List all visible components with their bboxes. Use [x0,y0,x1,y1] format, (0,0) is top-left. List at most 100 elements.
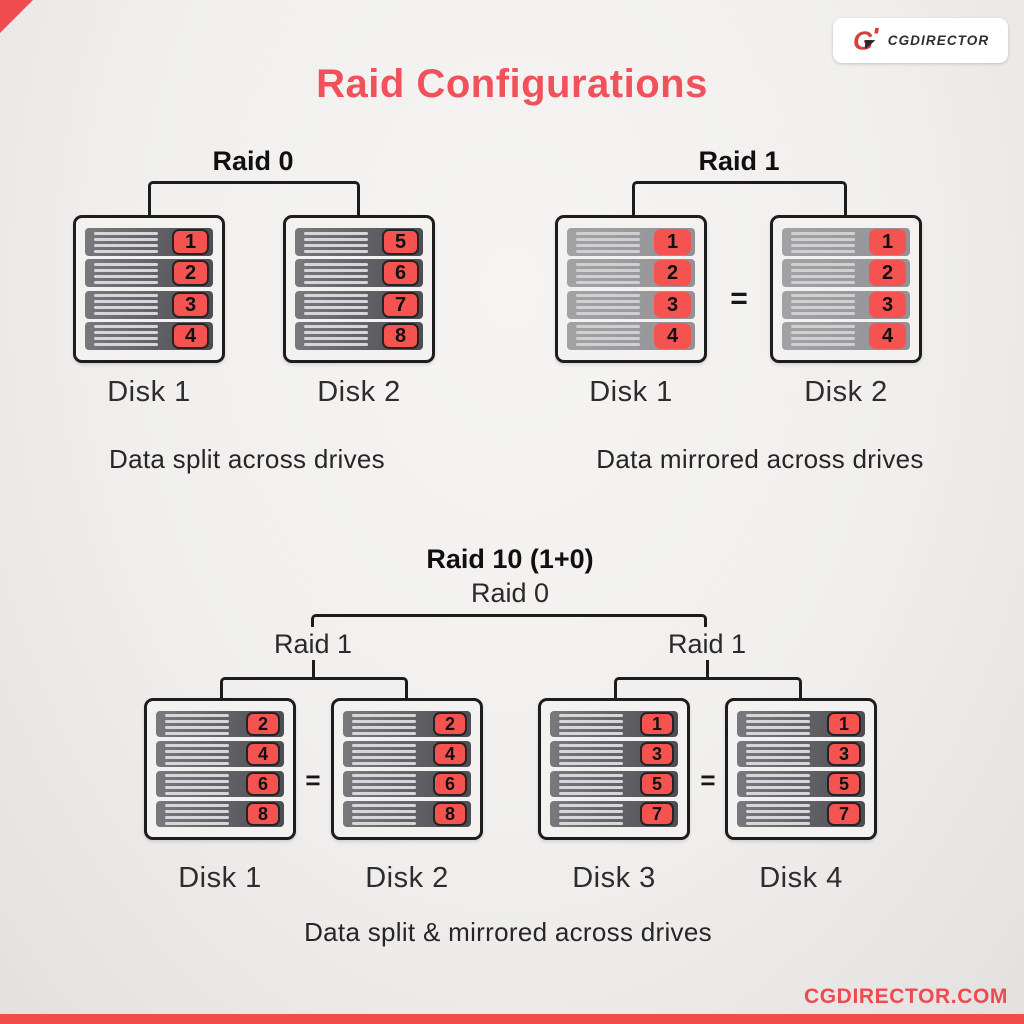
block-number-chip: 3 [640,742,674,766]
stripe-line [576,231,641,235]
data-stripes-icon [352,803,417,825]
stripe-line [304,325,369,329]
block-number-chip: 3 [172,291,209,318]
raid0-disk-2-label: Disk 2 [317,376,401,408]
data-stripes-icon [165,713,230,735]
stripe-line [304,274,369,278]
stripe-line [352,815,417,819]
disk-platter-row: 2 [567,259,695,288]
stripe-line [352,809,417,813]
raid10-top-connector-line [311,614,707,627]
stripe-line [746,779,811,783]
stripe-line [165,803,230,807]
block-number-chip: 5 [640,772,674,796]
block-number-chip: 6 [246,772,280,796]
stripe-line [304,312,369,316]
raid10-left-stub-line [312,660,315,679]
stripe-line [304,231,369,235]
stripe-line [165,809,230,813]
data-stripes-icon [791,231,856,253]
stripe-line [791,306,856,310]
stripe-line [352,791,417,795]
disk-platter-row: 2 [85,259,213,288]
block-number-chip: 4 [654,322,691,349]
stripe-line [746,761,811,765]
raid1-disk-2-label: Disk 2 [804,376,888,408]
raid10-left-equals-sign: = [305,765,321,795]
block-number-chip: 1 [869,229,906,255]
stripe-line [94,249,159,253]
stripe-line [791,325,856,329]
stripe-line [559,755,624,759]
stripe-line [304,300,369,304]
stripe-line [791,312,856,316]
raid10-left-group-label: Raid 1 [273,629,353,659]
stripe-line [746,731,811,735]
raid10-disk-4-label: Disk 4 [759,862,843,894]
block-number-chip: 4 [172,322,209,349]
stripe-line [576,294,641,298]
stripe-line [791,249,856,253]
disk-platter-row: 3 [737,741,865,767]
stripe-line [352,713,417,717]
stripe-line [304,237,369,241]
data-stripes-icon [559,773,624,795]
stripe-line [165,755,230,759]
block-number-chip: 7 [827,802,861,826]
stripe-line [576,312,641,316]
stripe-line [304,337,369,341]
stripe-line [165,785,230,789]
stripe-line [352,719,417,723]
stripe-line [304,249,369,253]
stripe-line [94,268,159,272]
stripe-line [576,343,641,347]
block-number-chip: 2 [433,712,467,736]
data-stripes-icon [352,743,417,765]
stripe-line [746,725,811,729]
disk-platter-row: 5 [295,228,423,256]
stripe-line [576,268,641,272]
data-stripes-icon [165,773,230,795]
stripe-line [352,761,417,765]
data-stripes-icon [352,713,417,735]
disk-platter-row: 4 [156,741,284,767]
raid1-section-label: Raid 1 [698,146,780,176]
data-stripes-icon [352,773,417,795]
disk-platter-row: 3 [85,290,213,319]
stripe-line [576,331,641,335]
disk-platter-row: 1 [737,711,865,737]
block-number-chip: 1 [827,712,861,736]
data-stripes-icon [304,294,369,316]
block-number-chip: 1 [654,229,691,255]
disk-platter-row: 1 [567,228,695,256]
stripe-line [94,331,159,335]
disk-platter-row: 1 [782,228,910,256]
block-number-chip: 2 [869,260,906,287]
stripe-line [165,713,230,717]
stripe-line [94,262,159,266]
raid1-caption: Data mirrored across drives [596,444,924,474]
stripe-line [559,713,624,717]
stripe-line [791,337,856,341]
stripe-line [559,785,624,789]
stripe-line [576,243,641,247]
stripe-line [559,719,624,723]
disk-platter-row: 6 [343,771,471,797]
data-stripes-icon [746,713,811,735]
block-number-chip: 7 [640,802,674,826]
data-stripes-icon [304,262,369,284]
stripe-line [94,243,159,247]
raid10-right-equals-sign: = [700,765,716,795]
stripe-line [559,791,624,795]
cgdirector-logo-icon: G [853,27,879,55]
stripe-line [559,803,624,807]
data-stripes-icon [94,262,159,284]
stripe-line [165,815,230,819]
stripe-line [94,280,159,284]
stripe-line [576,280,641,284]
cgdirector-logo: G CGDIRECTOR [833,18,1008,63]
disk-platter-row: 3 [782,290,910,319]
